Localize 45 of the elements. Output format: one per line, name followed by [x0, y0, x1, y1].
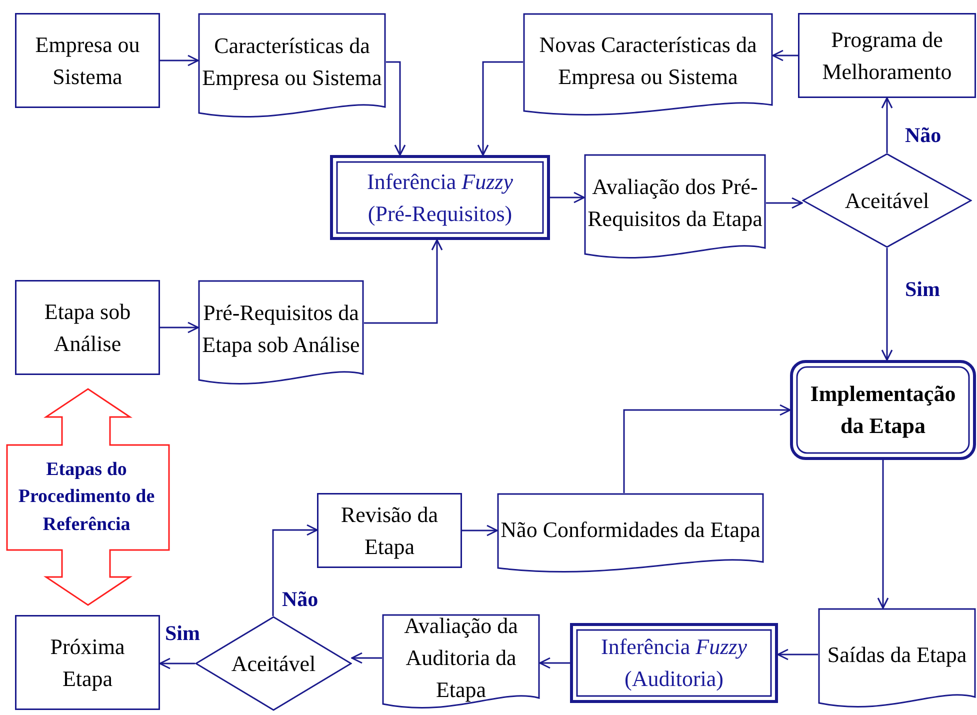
arrow — [777, 648, 818, 660]
double-border-box — [330, 155, 550, 240]
node-label: Empresa ou Sistema — [34, 30, 141, 90]
arrow — [351, 652, 382, 664]
double-border-box — [570, 623, 778, 703]
arrow — [623, 404, 791, 493]
node-label: Avaliação da Auditoria da Etapa — [403, 612, 519, 704]
node-label: Saídas da Etapa — [827, 640, 967, 669]
arrow — [272, 524, 318, 616]
arrow — [877, 460, 889, 609]
node-label: Próxima Etapa — [49, 632, 126, 693]
arrow — [159, 658, 195, 670]
node-label: Implementação da Etapa — [809, 380, 957, 440]
node-label: Aceitável — [231, 650, 316, 678]
rounded-double-box — [790, 360, 976, 460]
node-label: Inferência Fuzzy (Auditoria) — [600, 633, 748, 693]
node-label: Etapa sob Análise — [43, 298, 132, 358]
arrow — [881, 248, 893, 361]
arrow — [881, 97, 893, 153]
node-label: Revisão da Etapa — [340, 500, 440, 561]
arrow — [772, 50, 798, 62]
node-label: Programa de Melhoramento — [821, 26, 953, 86]
arrow — [539, 657, 570, 669]
node-label: Novas Características da Empresa ou Sistema — [538, 31, 758, 91]
node-label: Etapas do Procedimento de Referência — [17, 458, 156, 537]
node-label: Avaliação dos Pré-Requisitos da Etapa — [586, 173, 764, 233]
arrow — [364, 239, 443, 324]
node-label: Inferência Fuzzy (Pré-Requisitos) — [366, 168, 514, 228]
process-box — [15, 615, 160, 710]
node-label: Pré-Requisitos da Etapa sob Análise — [201, 299, 361, 359]
arrow — [766, 197, 803, 209]
node-label: Características da Empresa ou Sistema — [201, 32, 383, 92]
node-label: Aceitável — [844, 186, 930, 215]
arrow — [477, 61, 523, 156]
arrow — [462, 524, 498, 536]
process-box — [15, 280, 160, 375]
arrow — [160, 322, 199, 334]
arrow — [386, 61, 406, 156]
arrow — [550, 192, 585, 204]
node-label: Não Conformidades da Etapa — [500, 516, 760, 544]
process-box — [798, 13, 976, 98]
process-box — [317, 493, 462, 568]
arrow — [160, 54, 199, 66]
decision-diamond — [802, 153, 972, 248]
process-box — [15, 13, 160, 108]
